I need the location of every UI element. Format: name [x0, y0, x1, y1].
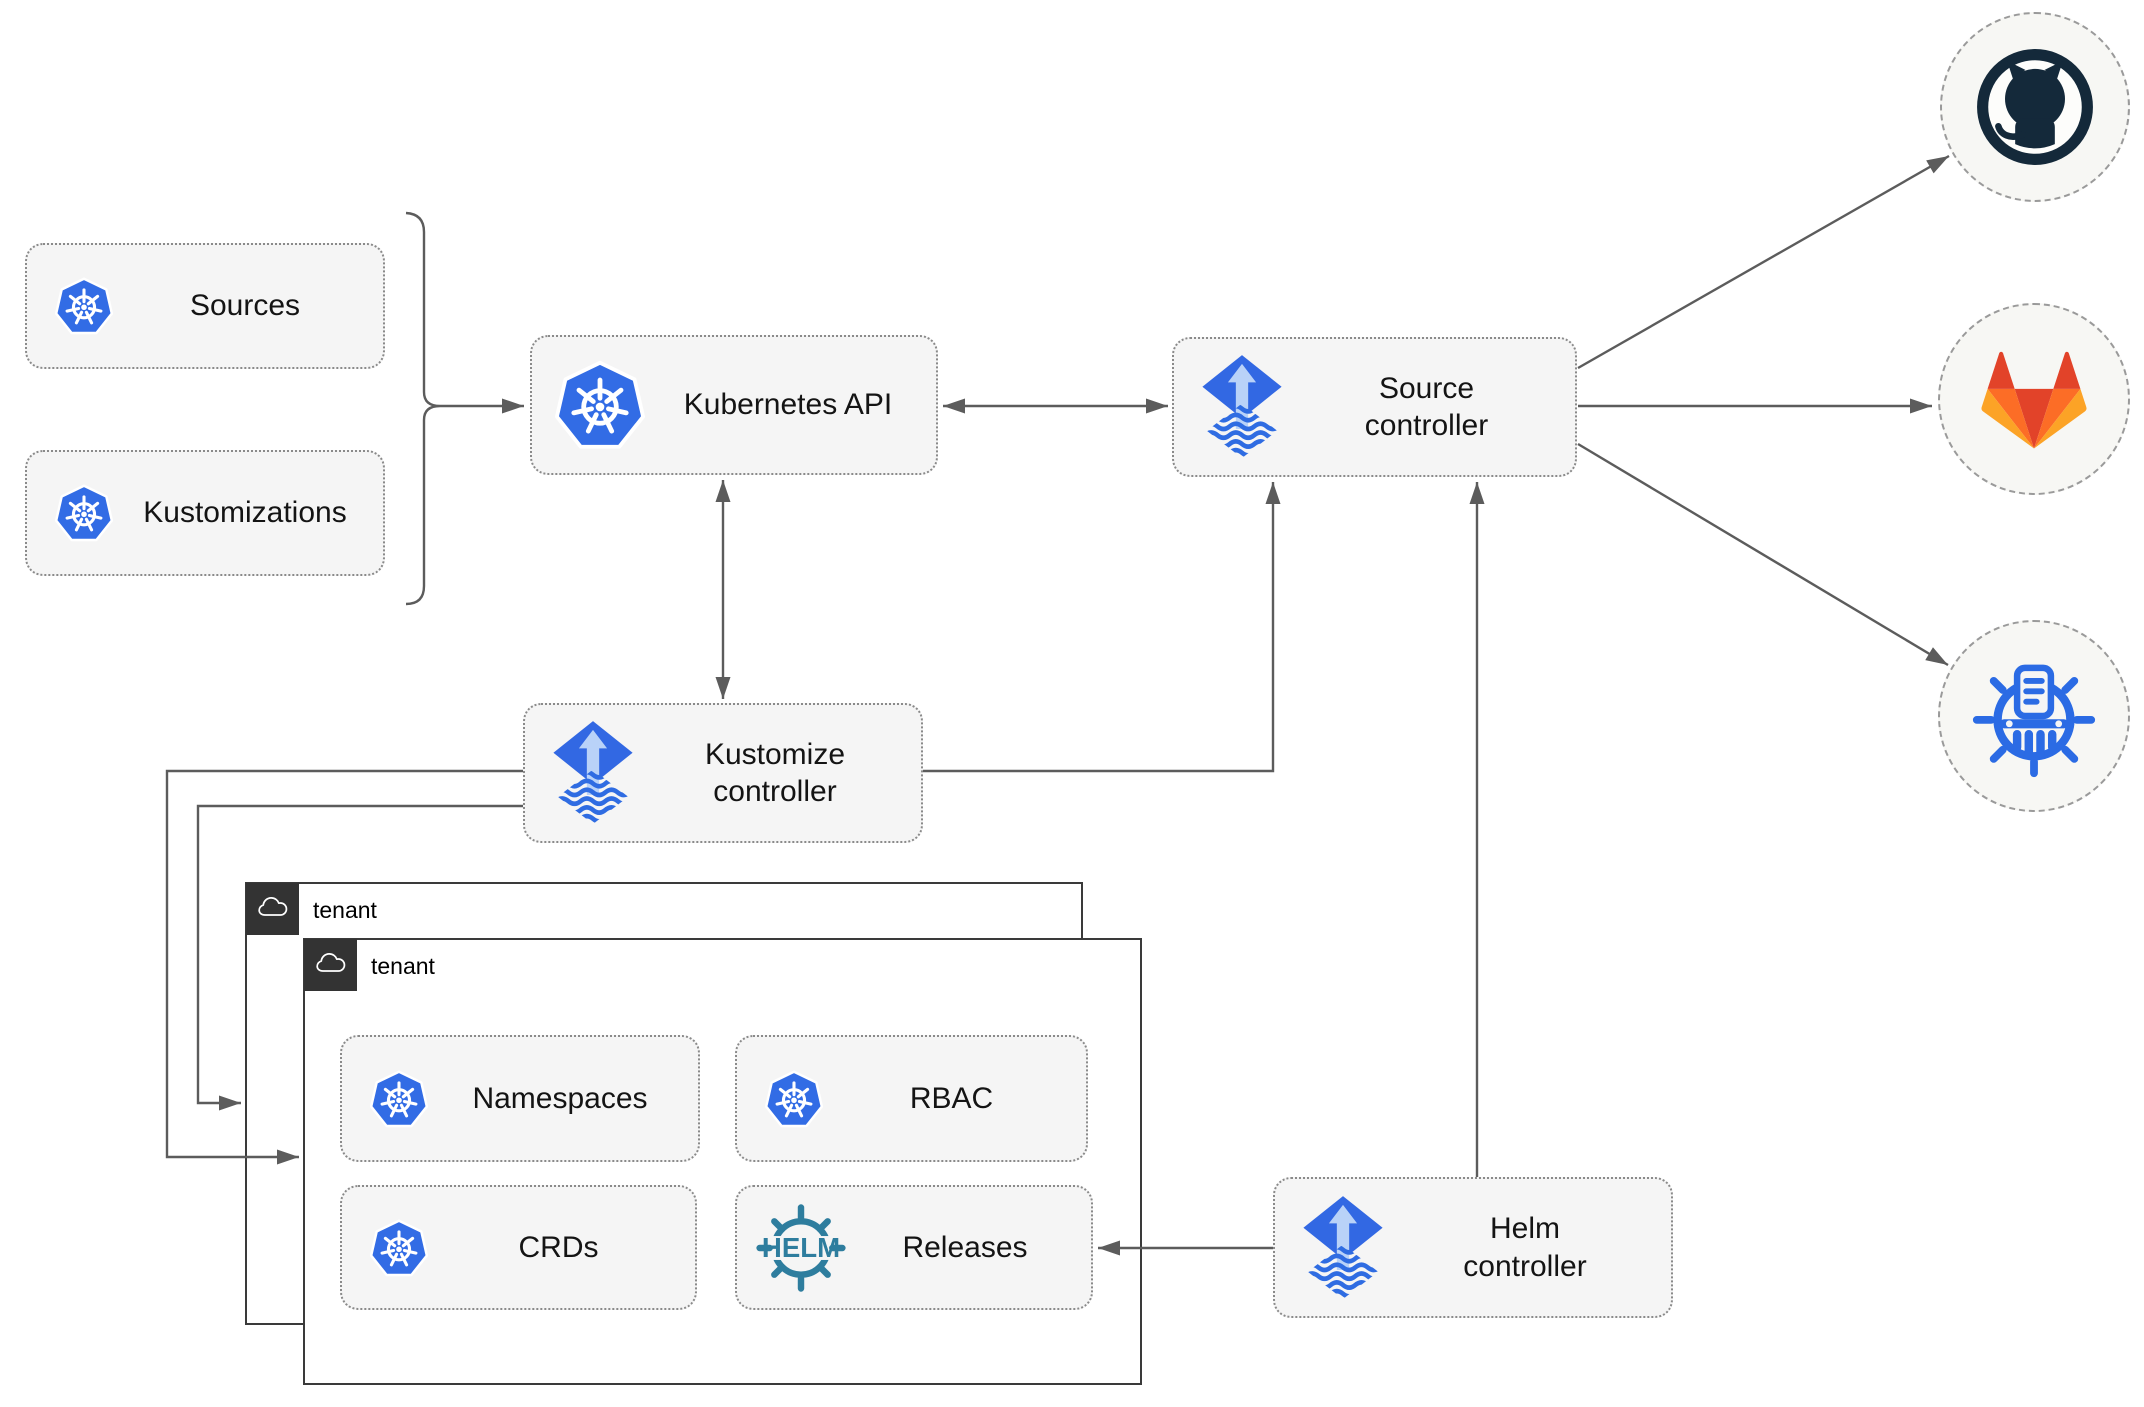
- node-github: [1940, 12, 2130, 202]
- gitlab-icon: [1971, 336, 2097, 462]
- helm-controller-label: Helm controller: [1463, 1212, 1587, 1283]
- node-gitlab: [1938, 303, 2130, 495]
- node-kubernetes-api: Kubernetes API: [530, 335, 938, 475]
- kubernetes-icon: [552, 357, 648, 453]
- kubernetes-icon: [763, 1068, 825, 1130]
- flux-icon: [1299, 1190, 1387, 1306]
- flux-icon: [1198, 349, 1286, 465]
- edge-source-to-github: [1577, 154, 1950, 370]
- node-kustomize-controller: Kustomize controller: [523, 703, 923, 843]
- brace-sources-kustomizations: [405, 211, 441, 606]
- node-kustomizations: Kustomizations: [25, 450, 385, 576]
- tenant-inner-header: [304, 939, 357, 991]
- helm-icon: HELM: [755, 1202, 847, 1294]
- edge-source-to-chartmuseum: [1577, 442, 1949, 667]
- kubernetes-icon: [53, 275, 115, 337]
- tenant-inner-label: tenant: [371, 952, 435, 979]
- namespaces-label: Namespaces: [472, 1081, 648, 1115]
- releases-label: Releases: [902, 1230, 1028, 1264]
- tenant-outer-header: [246, 883, 299, 935]
- github-icon: [1974, 46, 2096, 168]
- kubernetes-api-label: Kubernetes API: [683, 388, 893, 422]
- helm-logo-text: HELM: [762, 1232, 840, 1263]
- cloud-icon: [314, 948, 348, 982]
- edge-kustomize-to-source: [923, 482, 1281, 773]
- node-releases: HELM Releases: [735, 1185, 1093, 1310]
- cloud-icon: [256, 892, 290, 926]
- node-crds: CRDs: [340, 1185, 697, 1310]
- node-rbac: RBAC: [735, 1035, 1088, 1162]
- kustomize-controller-label: Kustomize controller: [704, 737, 846, 809]
- node-namespaces: Namespaces: [340, 1035, 700, 1162]
- kubernetes-icon: [53, 482, 115, 544]
- rbac-label: RBAC: [909, 1081, 994, 1115]
- crds-label: CRDs: [518, 1230, 599, 1264]
- kubernetes-icon: [368, 1217, 430, 1279]
- source-controller-label: Source controller: [1364, 371, 1489, 443]
- node-sources: Sources: [25, 243, 385, 369]
- kubernetes-icon: [368, 1068, 430, 1130]
- node-source-controller: Source controller: [1172, 337, 1577, 477]
- kustomizations-label: Kustomizations: [143, 496, 347, 530]
- node-chartmuseum: [1938, 620, 2130, 812]
- node-helm-controller: Helm controller: [1273, 1177, 1673, 1318]
- sources-label: Sources: [189, 289, 301, 323]
- tenant-outer-label: tenant: [313, 896, 377, 923]
- flux-icon: [549, 715, 637, 831]
- chartmuseum-icon: [1969, 651, 2099, 781]
